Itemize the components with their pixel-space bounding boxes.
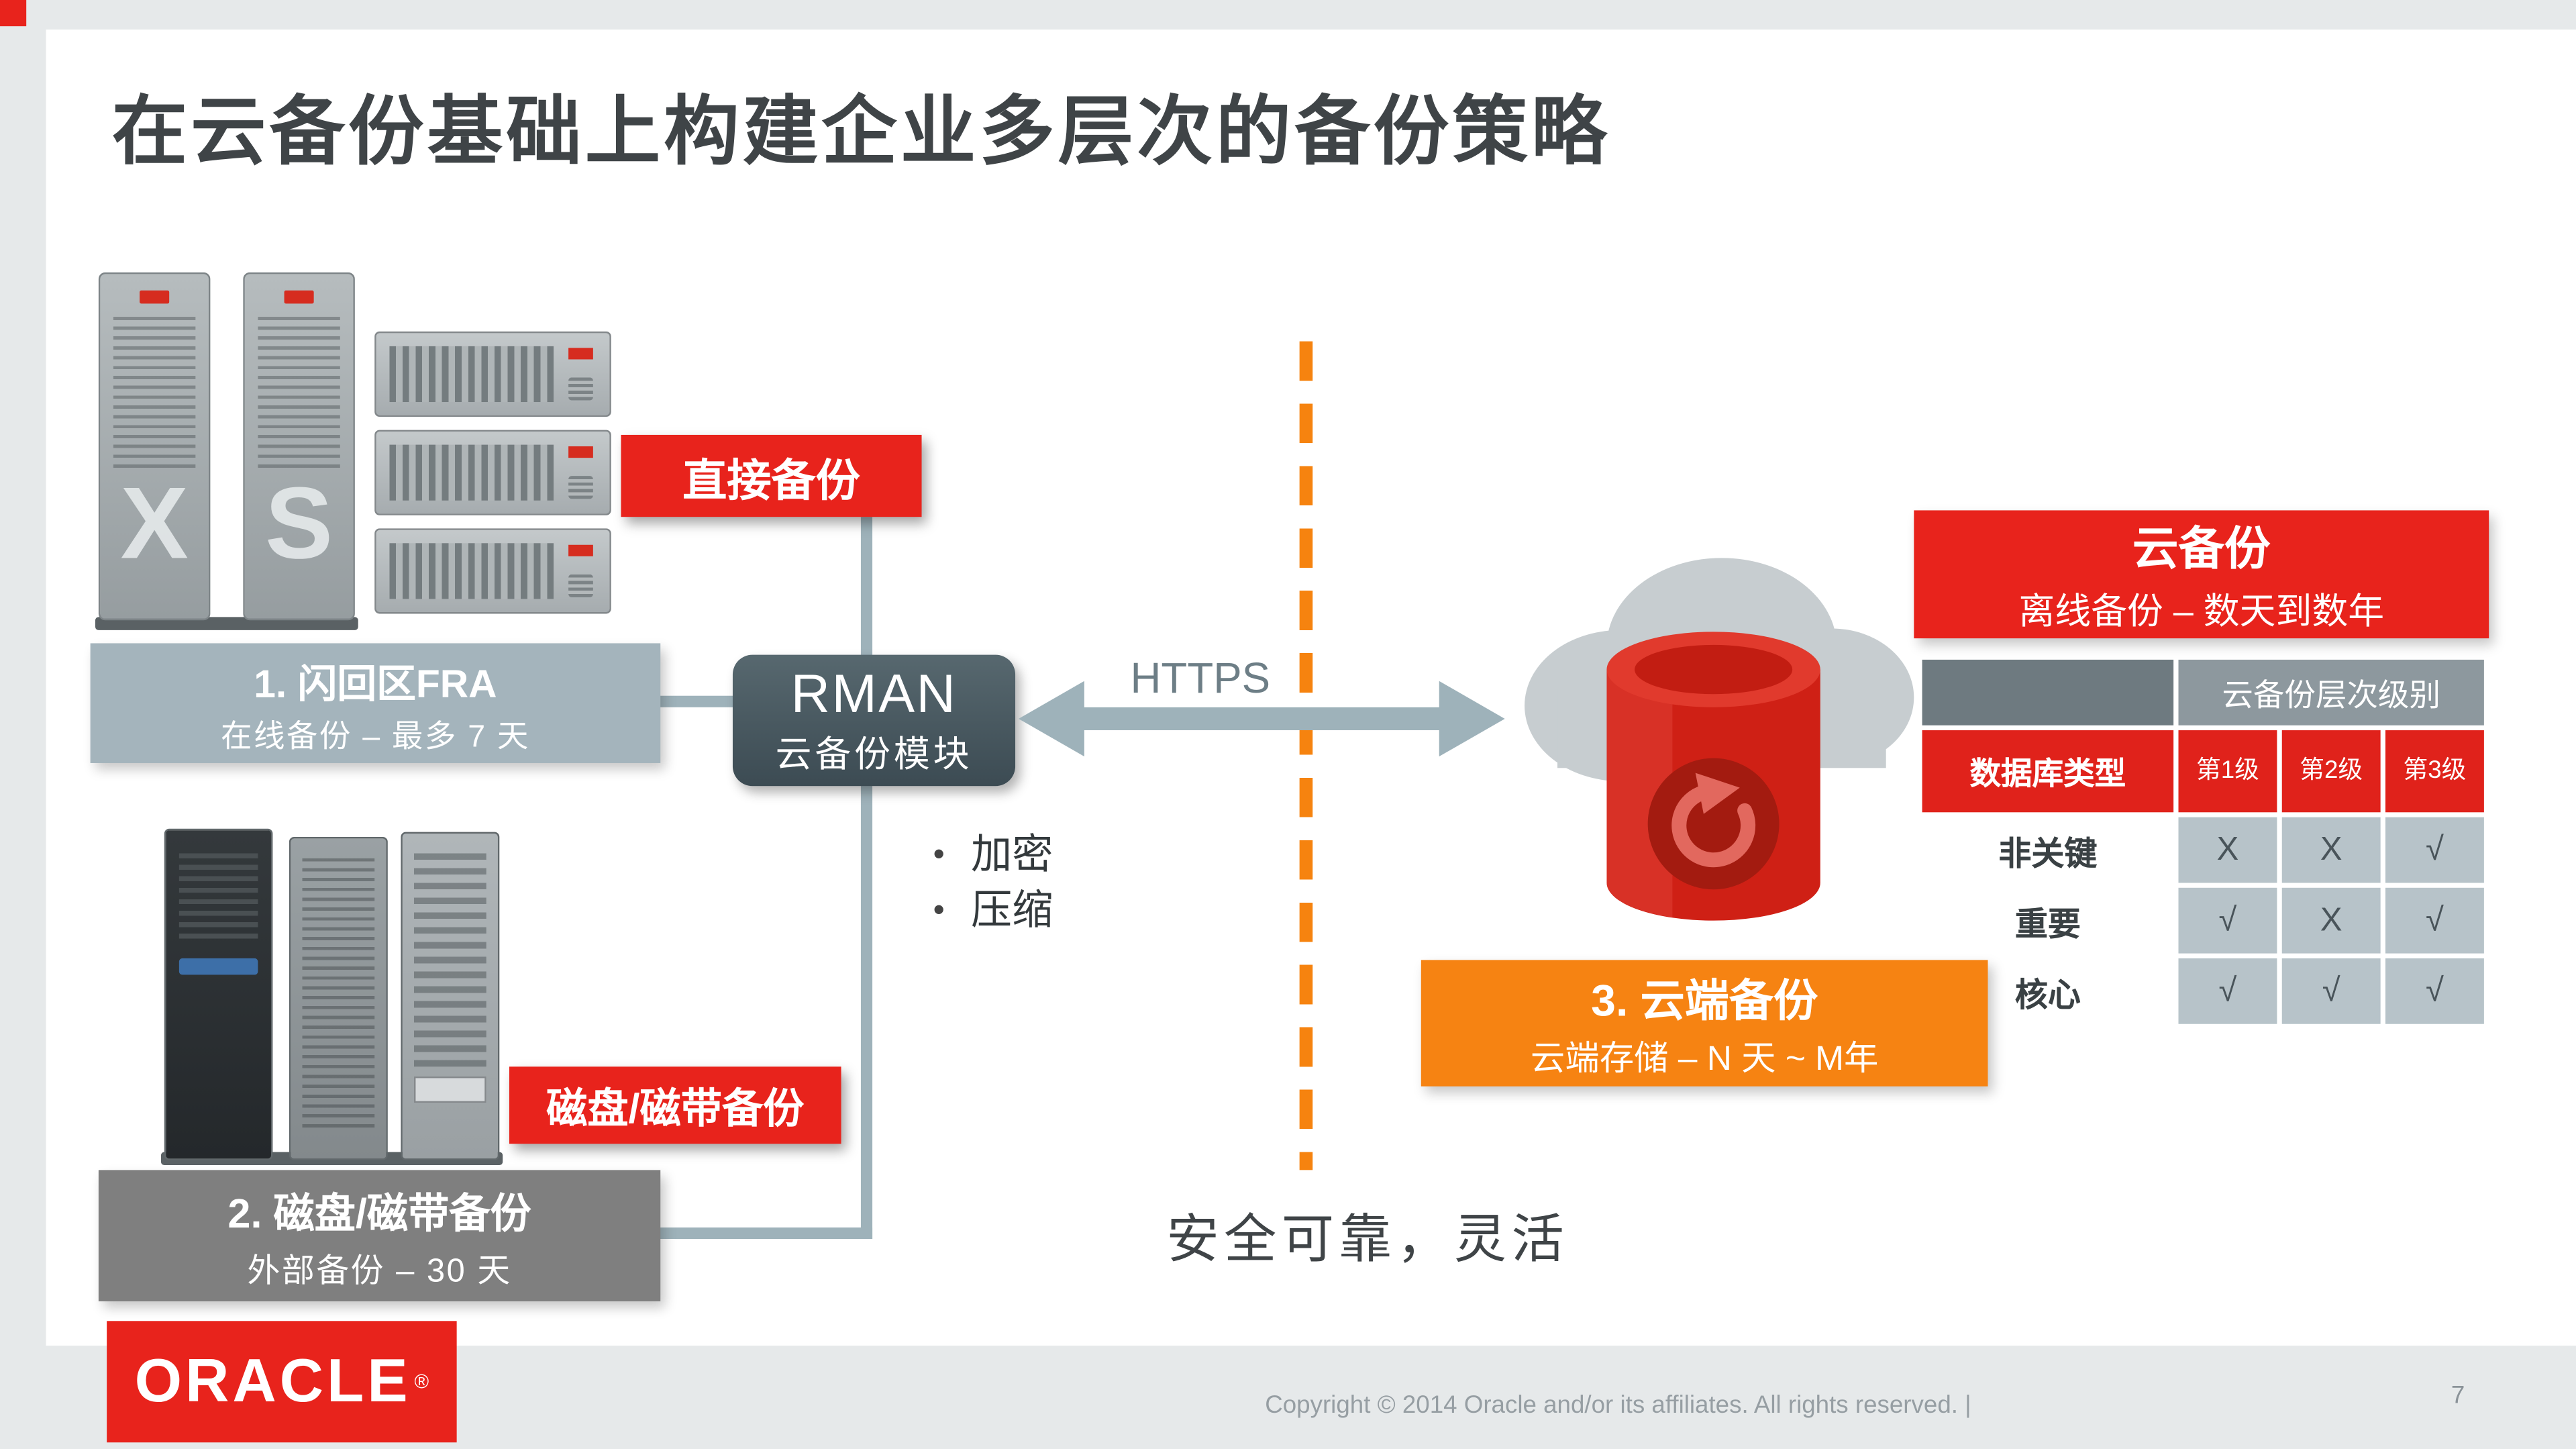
rack-server <box>374 430 611 515</box>
server-tower-s: S <box>243 272 355 621</box>
tape-tray <box>413 1076 486 1103</box>
bullet-dot: • <box>933 836 945 873</box>
cloud-storage-box: 3. 云端备份 云端存储 – N 天 ~ M年 <box>1421 960 1988 1087</box>
led-indicator <box>568 446 593 458</box>
bullet-text: 加密 <box>971 832 1053 879</box>
led-indicator <box>568 348 593 360</box>
page-number: 7 <box>2451 1381 2465 1410</box>
table-cell: √ <box>2385 887 2484 954</box>
led-indicator <box>140 290 170 304</box>
bullet-dot: • <box>933 892 945 929</box>
cloud-storage-subtitle: 云端存储 – N 天 ~ M年 <box>1530 1040 1879 1079</box>
disk-tape-text: 磁盘/磁带备份 <box>546 1085 805 1132</box>
table-row-header: 数据库类型 <box>1922 730 2174 813</box>
fra-title: 1. 闪回区FRA <box>254 662 497 707</box>
tower-letter: X <box>120 467 189 581</box>
direct-backup-label: 直接备份 <box>621 434 922 517</box>
table-cell: √ <box>2385 958 2484 1024</box>
table-row-label: 核心 <box>2014 977 2081 1013</box>
cloud-storage-title: 3. 云端备份 <box>1591 976 1818 1026</box>
vent-grill <box>568 476 593 499</box>
tower-letter: S <box>264 467 333 581</box>
oracle-logo-text: ORACLE <box>134 1347 411 1415</box>
table-cell: X <box>2281 817 2381 883</box>
vent-grill <box>413 853 486 1067</box>
fra-box: 1. 闪回区FRA 在线备份 – 最多 7 天 <box>90 643 661 763</box>
disk-tape-subtitle: 外部备份 – 30 天 <box>247 1252 512 1289</box>
table-cell: √ <box>2178 887 2277 954</box>
vent-grill <box>568 377 593 401</box>
storage-tower-dark <box>164 828 273 1160</box>
secure-flexible-label: 安全可靠，灵活 <box>1166 1209 1569 1269</box>
direct-backup-text: 直接备份 <box>682 455 860 505</box>
https-double-arrow-icon <box>1018 681 1505 757</box>
corner-accent <box>0 0 27 27</box>
vent-grill <box>178 853 258 939</box>
disk-tape-box: 2. 磁盘/磁带备份 外部备份 – 30 天 <box>98 1170 661 1301</box>
table-tier-2: 第2级 <box>2281 730 2381 813</box>
disk-tape-title: 2. 磁盘/磁带备份 <box>227 1190 531 1237</box>
table-tier-1: 第1级 <box>2178 730 2277 813</box>
storage-tower-mid <box>289 836 388 1160</box>
table-cell: X <box>2281 887 2381 954</box>
table-cell: √ <box>2178 958 2277 1024</box>
led-indicator <box>568 544 593 556</box>
disk-tape-label: 磁盘/磁带备份 <box>509 1066 841 1144</box>
cloud-backup-box: 云备份 离线备份 – 数天到数年 <box>1914 510 2489 639</box>
storage-tower-light <box>401 832 500 1160</box>
rman-module: RMAN 云备份模块 <box>732 654 1016 787</box>
tier-table: 云备份层次级别 数据库类型 第1级 第2级 第3级 非关键 X X √ 重要 √… <box>1922 659 2484 1024</box>
cloud-backup-title: 云备份 <box>2132 523 2271 574</box>
rack-server <box>374 331 611 417</box>
table-cell: √ <box>2385 817 2484 883</box>
table-row-label: 非关键 <box>1998 836 2098 872</box>
disk-slots <box>389 543 554 599</box>
led-indicator <box>284 290 314 304</box>
vent-grill <box>113 316 196 471</box>
bullet-text: 压缩 <box>971 887 1053 934</box>
copyright-text: Copyright © 2014 Oracle and/or its affil… <box>1265 1391 1971 1419</box>
vent-grill <box>258 316 340 471</box>
cloud-backup-subtitle: 离线备份 – 数天到数年 <box>2018 591 2385 632</box>
disk-slots <box>389 444 554 501</box>
vent-grill <box>568 574 593 598</box>
connector-direct-rman <box>860 517 873 665</box>
connector-fra-rman <box>654 695 736 707</box>
connector-rman-disk <box>860 784 873 1240</box>
rman-title: RMAN <box>790 662 958 724</box>
table-tier-header: 云备份层次级别 <box>2178 659 2484 726</box>
fra-subtitle: 在线备份 – 最多 7 天 <box>220 719 530 754</box>
server-tower-x: X <box>98 272 211 621</box>
rman-subtitle: 云备份模块 <box>775 733 973 775</box>
connector-disk-horizontal <box>654 1227 873 1240</box>
registered-mark: ® <box>414 1370 429 1393</box>
table-cell: X <box>2178 817 2277 883</box>
cloud-database-icon <box>1525 558 1914 921</box>
slide-title: 在云备份基础上构建企业多层次的备份策略 <box>111 89 1610 174</box>
oracle-logo: ORACLE ® <box>107 1321 457 1443</box>
led-stripe <box>178 958 258 975</box>
vent-grill <box>302 858 375 1133</box>
disk-slots <box>389 346 554 403</box>
table-cell: √ <box>2281 958 2381 1024</box>
https-label: HTTPS <box>1130 653 1271 703</box>
rack-server <box>374 528 611 614</box>
dashed-divider <box>1299 341 1313 1170</box>
table-row-label: 重要 <box>2014 906 2081 943</box>
bullet-encryption: • 加密 <box>933 829 1053 885</box>
feature-bullets: • 加密 • 压缩 <box>933 829 1053 940</box>
bullet-compression: • 压缩 <box>933 884 1053 940</box>
table-tier-3: 第3级 <box>2385 730 2484 813</box>
table-corner-cell <box>1922 659 2174 726</box>
refresh-icon <box>1647 758 1780 890</box>
